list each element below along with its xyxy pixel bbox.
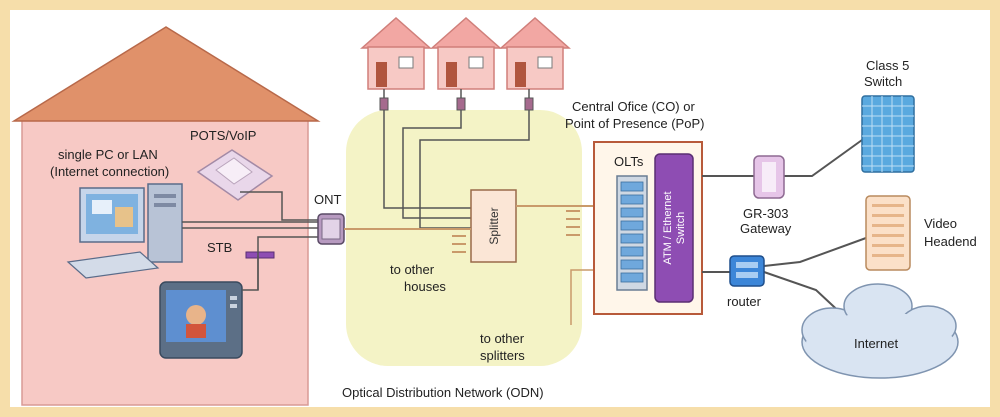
olt-ports — [620, 181, 644, 283]
atm-ethernet-switch — [654, 153, 694, 303]
small-house-window — [468, 56, 484, 69]
splitter-label: Splitter — [487, 207, 501, 244]
class5-label-2: Switch — [864, 74, 902, 89]
other-houses-label-1: to other — [390, 262, 435, 277]
splitter-box — [470, 189, 517, 263]
other-splitters-dashes — [566, 210, 580, 236]
house-wiring — [182, 191, 318, 291]
video-label-2: Headend — [924, 234, 977, 249]
internet-label: Internet — [854, 336, 898, 351]
small-house-2 — [430, 16, 502, 90]
class5-label-1: Class 5 — [866, 58, 909, 73]
small-house-window — [537, 56, 553, 69]
small-house-door — [515, 62, 526, 87]
house-1-ont-icon — [379, 97, 389, 111]
olts-label: OLTs — [614, 154, 644, 169]
co-label-1: Central Ofice (CO) or — [572, 99, 695, 114]
router-label: router — [727, 294, 762, 309]
small-house-door — [446, 62, 457, 87]
odn-label: Optical Distribution Network (ODN) — [342, 385, 544, 400]
gateway-label-1: GR-303 — [743, 206, 789, 221]
gr303-gateway-icon — [753, 155, 785, 199]
stb-label: STB — [207, 240, 232, 255]
other-splitters-label-2: splitters — [480, 348, 525, 363]
atm-label-2: Switch — [675, 212, 687, 244]
co-label-2: Point of Presence (PoP) — [565, 116, 704, 131]
small-house-3 — [499, 16, 571, 90]
ont-label: ONT — [314, 192, 342, 207]
video-label-1: Video — [924, 216, 957, 231]
pc-label: single PC or LAN — [58, 147, 158, 162]
pc-sublabel: (Internet connection) — [50, 164, 169, 179]
internet-cloud-icon — [801, 283, 959, 379]
small-house-window — [398, 56, 414, 69]
video-headend-icon — [865, 195, 911, 271]
house-roof — [11, 26, 321, 122]
house-2-ont-icon — [456, 97, 466, 111]
atm-label-1: ATM / Ethernet — [662, 191, 674, 264]
small-house-door — [376, 62, 387, 87]
house-3-ont-icon — [524, 97, 534, 111]
other-houses-label-2: houses — [404, 279, 446, 294]
gateway-label-2: Gateway — [740, 221, 792, 236]
pc-icon — [66, 183, 183, 279]
phone-icon — [196, 149, 274, 201]
other-splitters-label-1: to other — [480, 331, 525, 346]
pots-label: POTS/VoIP — [190, 128, 256, 143]
other-houses-dashes — [452, 235, 466, 253]
router-icon — [729, 255, 765, 287]
ont-icon — [317, 213, 345, 245]
odn-area — [346, 110, 582, 366]
small-house-1 — [360, 16, 432, 90]
class5-switch-icon — [861, 95, 915, 173]
tv-icon — [159, 281, 243, 359]
keyboard — [66, 251, 160, 279]
stb-icon — [245, 251, 275, 259]
